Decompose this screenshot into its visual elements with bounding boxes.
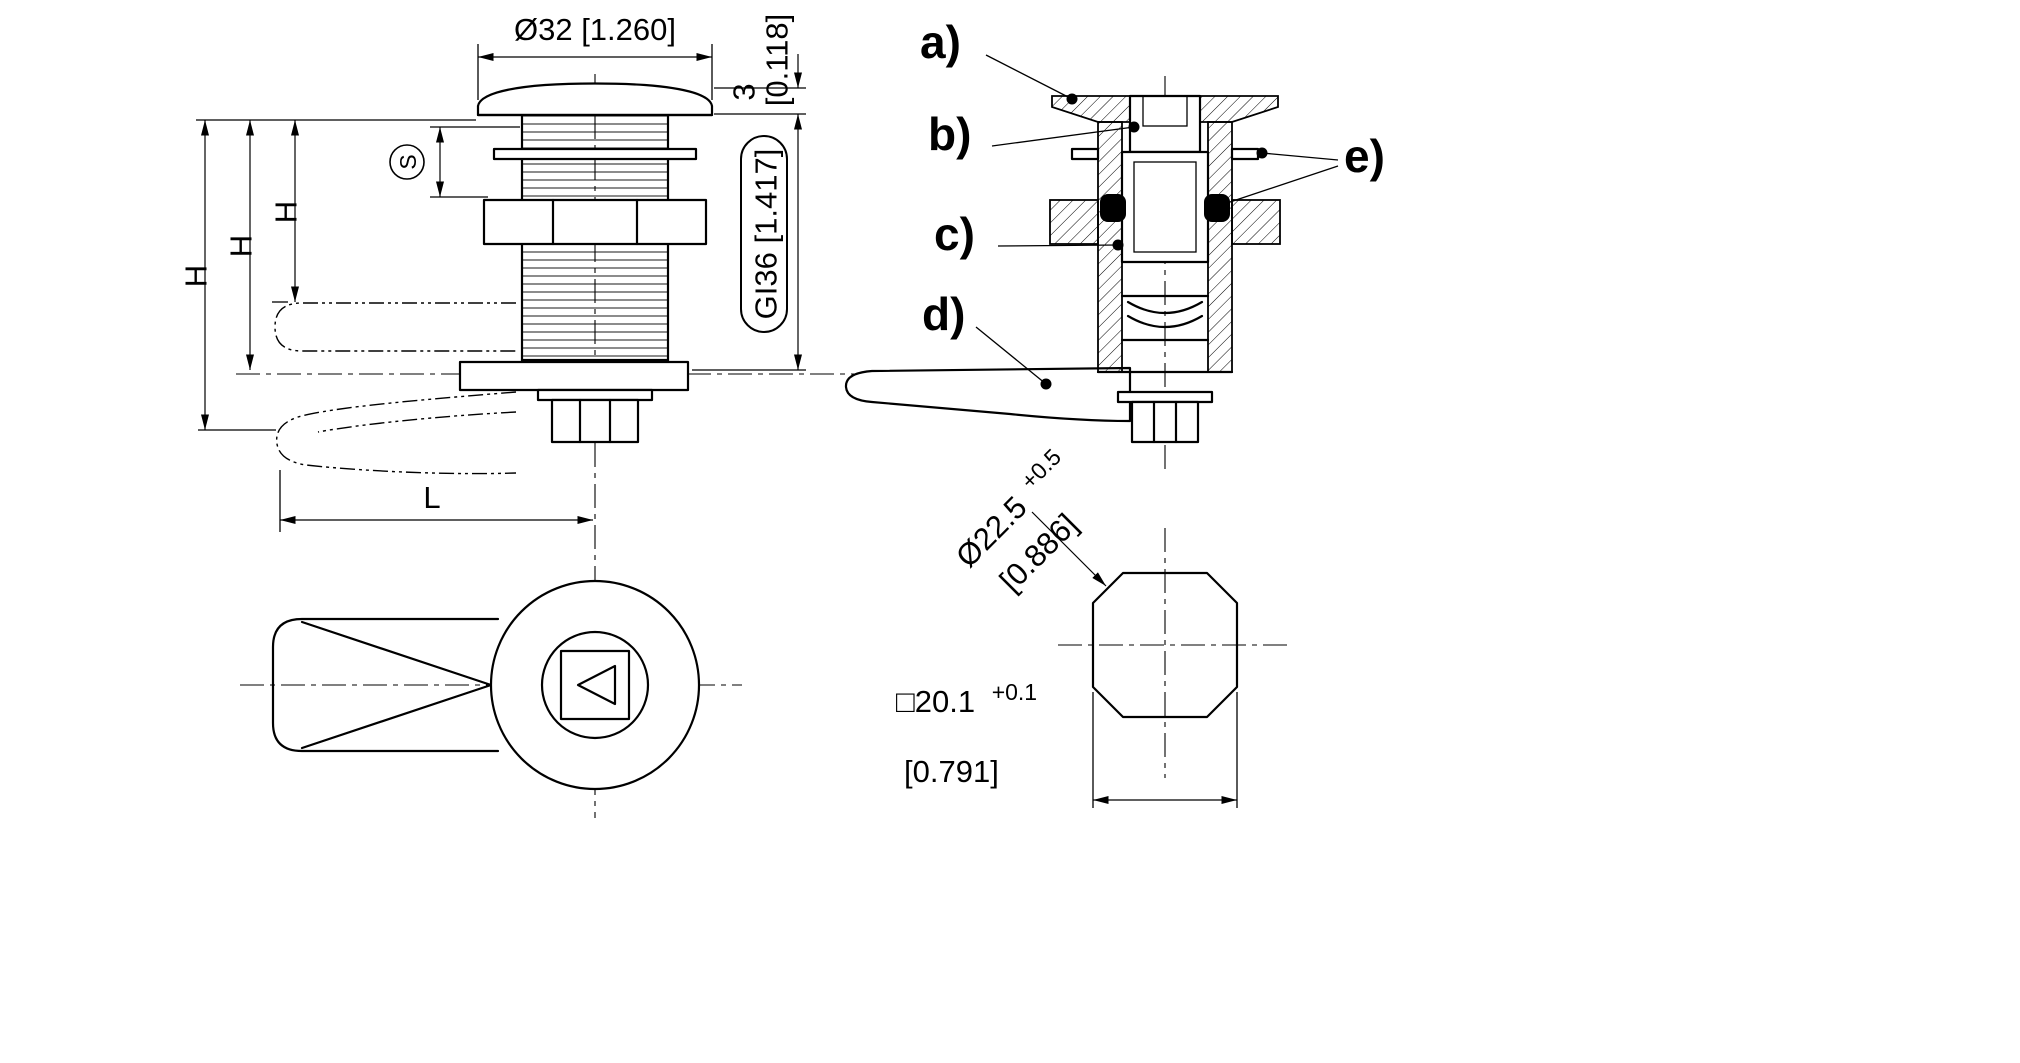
callout-c-label: c)	[934, 208, 975, 260]
callout-d-label: d)	[922, 288, 965, 340]
dim-h-inner-label: H	[269, 201, 304, 223]
dim-square-inch-label: [0.791]	[904, 754, 999, 789]
dim-s-circle	[389, 144, 425, 180]
drive-triangle-icon	[576, 664, 617, 706]
inner-sleeve-section	[1120, 150, 1210, 264]
callout-b-label: b)	[928, 108, 971, 160]
callout-c-dot	[1112, 239, 1124, 251]
callout-e-dot2	[1218, 198, 1230, 210]
dim-octagon-diagonal: Ø22.5 +0.5 [0.886]	[949, 444, 1107, 598]
lock-head-cap	[476, 82, 714, 117]
dim-square-value: □20.1	[896, 684, 975, 719]
section-view: a) b) c) d) e)	[844, 16, 1385, 470]
dim-h-middle-label: H	[224, 235, 259, 257]
cam-lever-side	[458, 360, 690, 392]
mounting-stack-bottom	[536, 388, 654, 444]
callouts: a) b) c) d) e)	[920, 16, 1385, 390]
detail-view: Ø22.5 +0.5 [0.886] □20.1 +0.1 [0.791]	[896, 444, 1292, 808]
octagon-cutout	[1091, 571, 1239, 719]
callout-e-dot1	[1256, 147, 1268, 159]
dim-diameter-label: Ø32 [1.260]	[514, 12, 676, 47]
side-view: Ø32 [1.260] 3 [0.118] GI36 [1.417] S	[179, 12, 856, 818]
callout-a-dot	[1066, 93, 1078, 105]
washer	[492, 147, 698, 161]
dim-h-outer-label: H	[179, 265, 214, 287]
hex-nut	[482, 198, 708, 246]
cam-bevel-line-top	[300, 620, 493, 687]
head-circle-outer	[489, 579, 701, 791]
callout-e-label: e)	[1344, 130, 1385, 182]
dim-length-label: L	[423, 480, 440, 515]
hex-nut-section	[1049, 199, 1281, 245]
spring-section	[1120, 294, 1210, 342]
dim-h-group: H H H	[179, 119, 476, 431]
top-view	[240, 579, 742, 791]
dim-head-height: 3 [0.118]	[714, 14, 806, 115]
head-circle-inner	[540, 630, 650, 740]
dim-diagonal-tol: +0.5	[1016, 444, 1066, 494]
mounting-stack-section	[1116, 390, 1214, 444]
dim-square-label: □20.1 +0.1	[896, 679, 1037, 719]
dim-grip-label: GI36 [1.417]	[749, 149, 784, 320]
phantom-cam-positions	[274, 302, 517, 475]
dim-octagon-square: □20.1 +0.1 [0.791]	[896, 679, 1238, 808]
dim-head-height-label: 3	[727, 83, 762, 100]
dim-s-label: S	[395, 154, 421, 169]
dim-grip-frame	[740, 135, 788, 333]
dim-grip: GI36 [1.417]	[692, 114, 806, 371]
dim-diameter-top: Ø32 [1.260]	[477, 12, 713, 100]
callout-a-label: a)	[920, 16, 961, 68]
callout-b-dot	[1128, 121, 1140, 133]
cam-bevel-line-bottom	[300, 683, 493, 750]
drive-square	[559, 649, 631, 721]
dim-length: L	[279, 470, 593, 532]
cam-lever-section	[844, 366, 1132, 423]
dim-square-tol: +0.1	[992, 679, 1037, 705]
core-insert-section	[1128, 94, 1202, 154]
dim-s: S	[389, 126, 520, 198]
cam-outline-top	[271, 617, 500, 753]
dim-head-height-inch-label: [0.118]	[760, 14, 795, 107]
callout-d-dot	[1040, 378, 1052, 390]
